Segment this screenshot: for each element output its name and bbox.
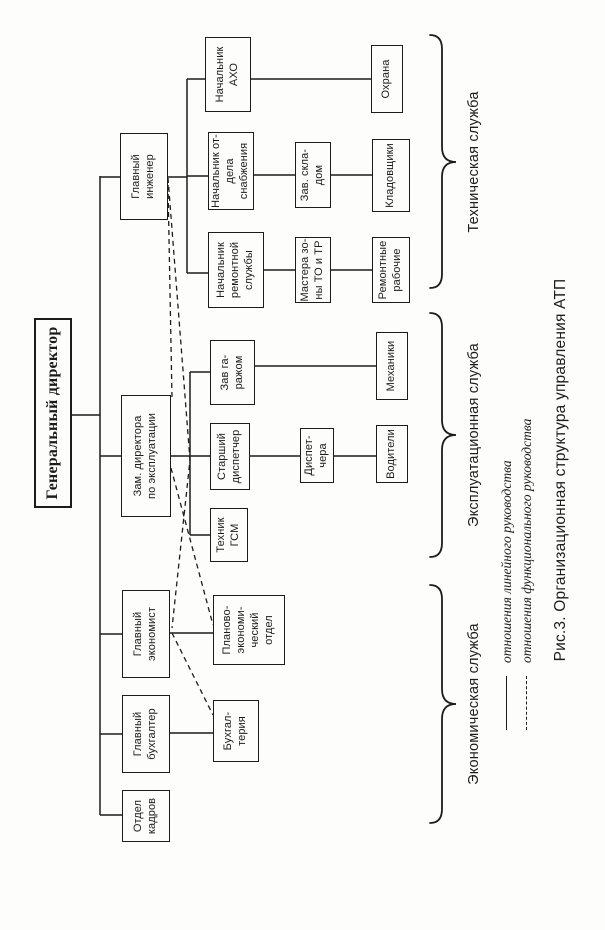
label-economic-service: Экономическая служба: [466, 623, 482, 785]
org-box-zam-direktora: Зам. директора по эксплуатации: [121, 395, 171, 517]
org-box-otdel-kadrov: Отдел кадров: [122, 790, 170, 842]
org-box-starshij-dispetcher: Старший диспетчер: [210, 423, 250, 490]
org-box-ohrana: Охрана: [371, 45, 403, 113]
org-box-kladovshchiki: Кладовщики: [372, 139, 410, 212]
org-box-general-director: Генеральный директор: [34, 318, 72, 508]
brace-technical-service: [429, 34, 457, 289]
org-box-tehnik-gsm: Техник ГСМ: [210, 508, 248, 562]
label-technical-service: Техническая служба: [466, 91, 482, 233]
legend-solid-label: отношения линейного руководства: [499, 460, 514, 663]
org-box-glavnyj-buhgalter: Главный бухгалтер: [122, 695, 170, 773]
brace-operational-service: [429, 312, 457, 558]
org-box-dispetchera: Диспет- чера: [300, 428, 334, 483]
org-box-nachalnik-aho: Начальник АХО: [205, 37, 251, 112]
org-box-mehaniki: Механики: [376, 332, 408, 400]
org-box-nachalnik-remontnoj: Начальник ремонтной службы: [208, 232, 264, 308]
figure-caption: Рис.3. Организационная структура управле…: [552, 278, 569, 662]
org-box-mastera-to-tr: Мастера зо- ны ТО и ТР: [295, 237, 331, 303]
dashed-connectors: [167, 177, 214, 716]
org-box-nachalnik-snabzheniya: Начальник от- дела снабжения: [208, 132, 254, 210]
org-box-zav-garazhom: Зав га- ражом: [210, 340, 255, 405]
org-box-buhgalteriya: Бухгал- терия: [213, 700, 259, 762]
org-box-glavnyj-ekonomist: Главный экономист: [122, 590, 170, 678]
org-box-zav-skladom: Зав. скла- дом: [295, 142, 331, 208]
org-box-remontnye-rabochie: Ремонтные рабочие: [372, 237, 410, 303]
legend-dashed-line-sample: [526, 676, 527, 730]
service-braces: [429, 34, 457, 824]
label-operational-service: Эксплуатационная служба: [466, 343, 482, 527]
solid-connectors: [72, 78, 376, 816]
brace-economic-service: [429, 584, 457, 824]
org-box-planovo-otdel: Планово- экономи- ческий отдел: [213, 595, 285, 665]
legend-dashed-label: отношения функционального руководства: [519, 418, 534, 663]
org-box-glavnyj-inzhener: Главный инженер: [120, 133, 168, 220]
org-box-voditeli: Водители: [376, 425, 408, 483]
legend-solid-line-sample: [506, 676, 507, 730]
